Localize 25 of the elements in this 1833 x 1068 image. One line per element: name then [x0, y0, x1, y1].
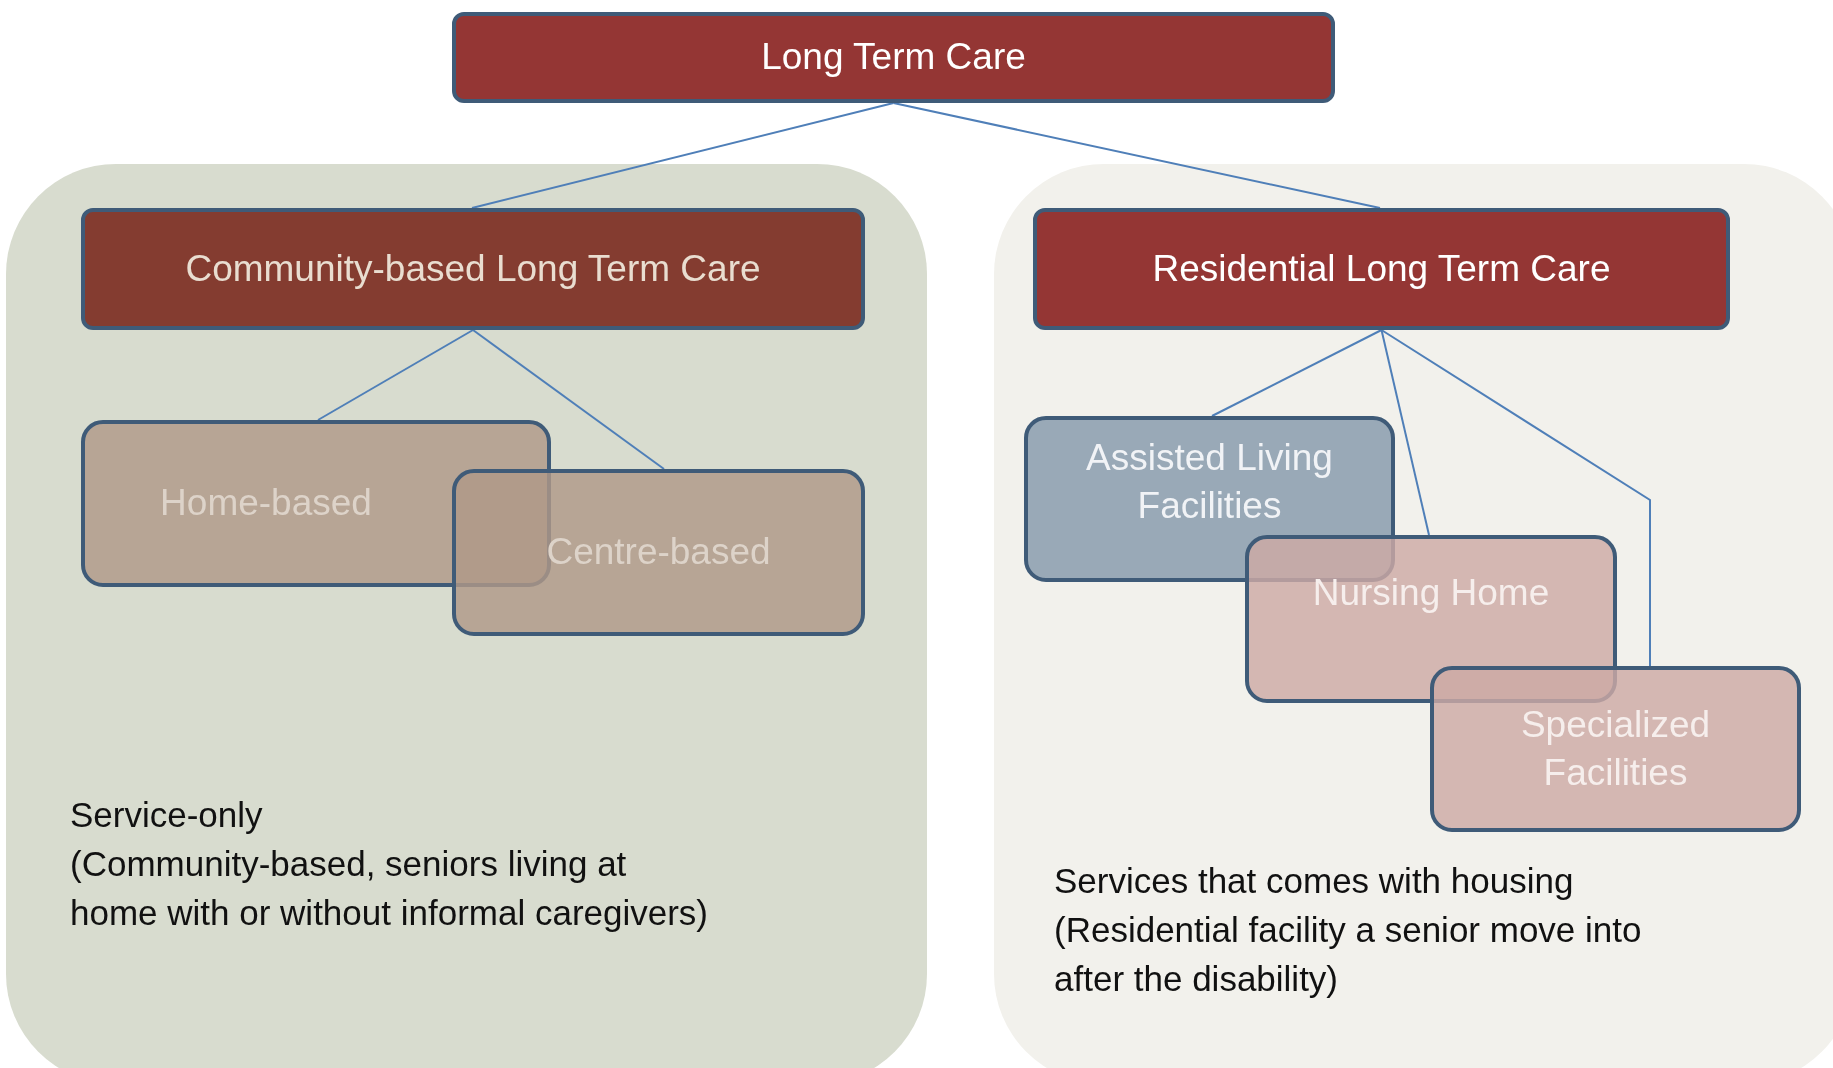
panel-description: (Residential facility a senior move into after the disability): [1054, 909, 1643, 1000]
category-box: [452, 469, 865, 636]
box-label: Long Term Care: [760, 35, 1027, 80]
panel-heading: Services that comes with housing: [1054, 860, 1575, 902]
box-label: Centre-based: [545, 530, 772, 575]
connector-line: [1380, 329, 1430, 536]
group-panel: [6, 164, 927, 1068]
box-label: Community-based Long Term Care: [184, 246, 762, 291]
box-label: Assisted Living Facilities: [1085, 436, 1334, 529]
group-panel: [994, 164, 1833, 1068]
category-box: [81, 208, 865, 330]
connector-line: [892, 102, 1381, 209]
box-label: Specialized Facilities: [1519, 702, 1712, 795]
connector-line: [1211, 329, 1383, 417]
panel-heading: Service-only: [70, 794, 264, 836]
category-box: [1430, 666, 1801, 832]
connector-line: [317, 329, 474, 421]
category-box: [1033, 208, 1730, 330]
box-label: Residential Long Term Care: [1151, 246, 1612, 291]
connector-line: [1380, 329, 1651, 667]
panel-description: (Community-based, seniors living at home with or without informal caregivers): [70, 843, 709, 934]
category-box: [452, 12, 1335, 103]
connector-line: [471, 102, 895, 209]
box-label: Nursing Home: [1311, 571, 1551, 615]
connector-line: [472, 329, 665, 470]
